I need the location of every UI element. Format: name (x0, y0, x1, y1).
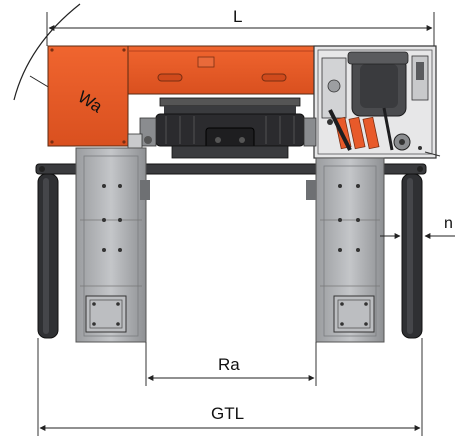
label-ra: Ra (218, 355, 240, 374)
motor-assembly (321, 51, 441, 157)
label-n: n (444, 215, 453, 232)
right-steel-leg (306, 157, 385, 343)
label-l: L (233, 7, 243, 26)
dimension-l (46, 12, 435, 46)
left-steel-leg (75, 147, 150, 343)
dimension-ra (145, 342, 317, 386)
label-gtl: GTL (211, 404, 245, 423)
central-mechanism (127, 97, 317, 159)
outer-posts (37, 173, 423, 339)
dimension-gtl (37, 338, 423, 436)
